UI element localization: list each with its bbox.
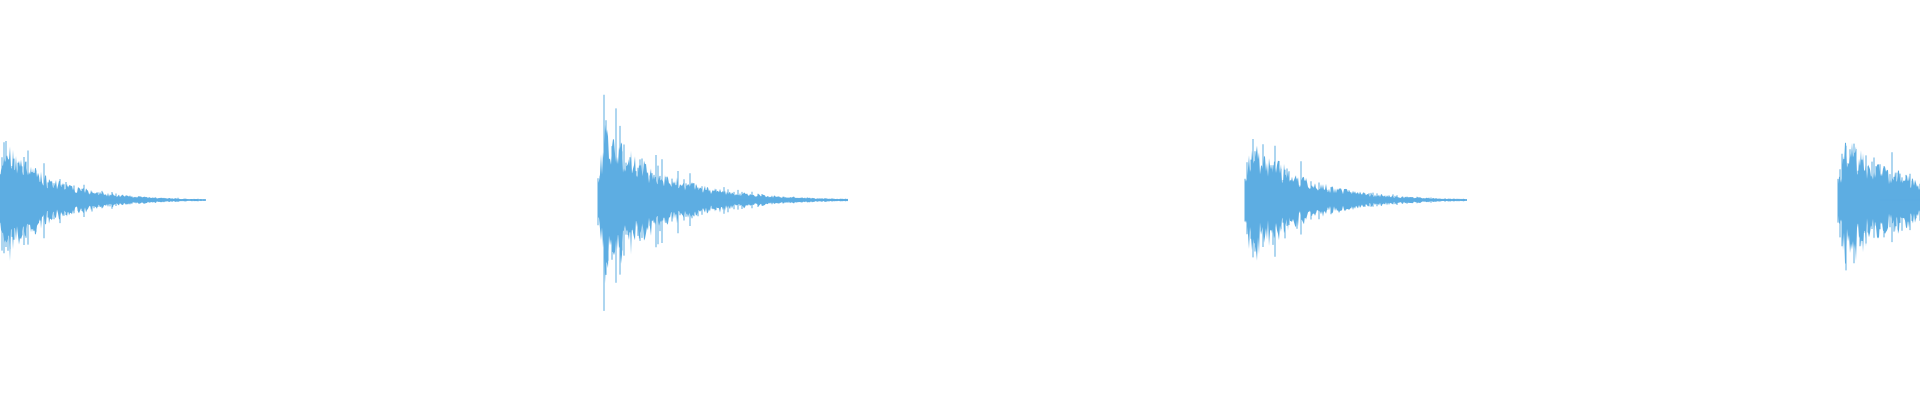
waveform-burst-2 — [597, 94, 848, 311]
waveform-burst-4 — [1837, 142, 1920, 271]
waveform-burst-1 — [0, 141, 206, 261]
waveform-burst-body — [1245, 145, 1467, 261]
waveform-bursts — [0, 94, 1920, 311]
waveform-burst-body — [598, 124, 848, 284]
waveform-burst-body — [0, 146, 206, 261]
waveform-burst-3 — [1244, 139, 1467, 261]
waveform-burst-samples — [1837, 143, 1920, 271]
